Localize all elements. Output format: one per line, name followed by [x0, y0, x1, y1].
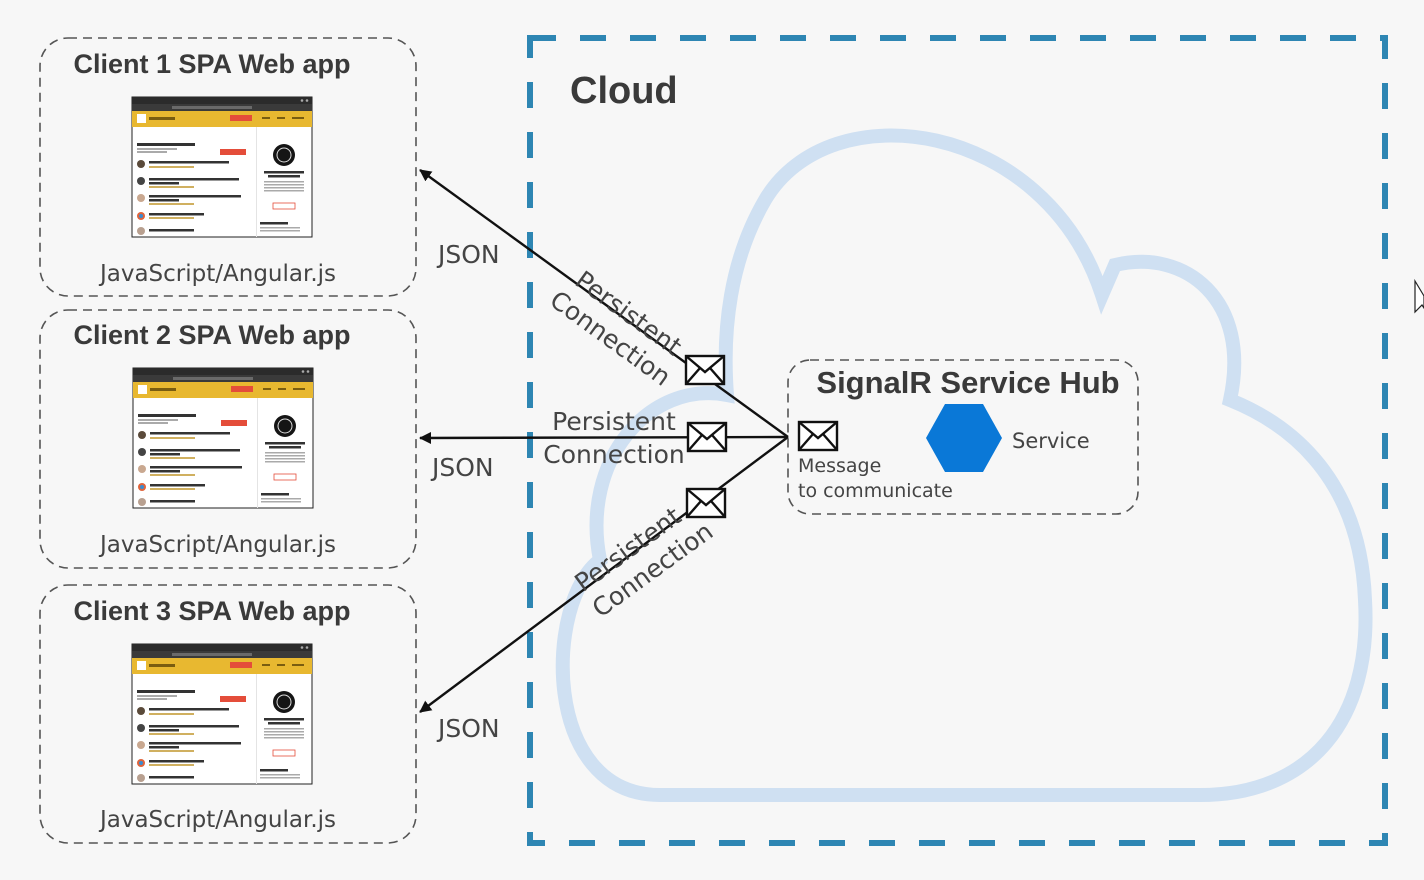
client-title: Client 3 SPA Web app — [73, 596, 350, 626]
json-label-2: JSON — [430, 453, 494, 482]
mouse-cursor-icon — [1414, 278, 1424, 314]
hub-message-label-line2: to communicate — [798, 480, 953, 502]
envelope-icon — [797, 420, 839, 452]
connection-label-line2: Connection — [543, 440, 684, 469]
client-box — [39, 37, 417, 297]
json-label-1: JSON — [436, 240, 500, 269]
client-box — [39, 309, 417, 569]
client-framework: JavaScript/Angular.js — [98, 807, 336, 833]
client-1: Client 1 SPA Web app JavaScript/Angular.… — [39, 37, 417, 297]
client-title: Client 2 SPA Web app — [73, 320, 350, 350]
signalr-hub: SignalR Service Hub Message to communica… — [787, 359, 1139, 515]
cloud-label: Cloud — [570, 70, 678, 112]
client-title: Client 1 SPA Web app — [73, 49, 350, 79]
envelope-icon — [686, 421, 728, 453]
hub-title: SignalR Service Hub — [816, 365, 1119, 400]
client-screenshot — [131, 643, 313, 785]
client-framework: JavaScript/Angular.js — [98, 261, 336, 287]
hub-box — [787, 359, 1139, 515]
connection-arrow-3 — [419, 436, 789, 713]
client-screenshot — [131, 96, 313, 238]
service-label: Service — [1012, 429, 1090, 453]
connection-label-1: Persistent Connection — [545, 265, 688, 391]
client-box — [39, 584, 417, 844]
connection-label-line1: Persistent — [552, 407, 676, 436]
envelope-icon — [684, 354, 726, 386]
connection-arrow-1 — [419, 169, 789, 438]
envelope-icon — [685, 487, 727, 519]
client-2: Client 2 SPA Web app JavaScript/Angular.… — [39, 309, 417, 569]
connection-arrow-2 — [419, 431, 789, 444]
service-hexagon-icon — [926, 404, 1002, 472]
connection-label-2: Persistent Connection — [543, 407, 684, 469]
cloud-shape — [555, 128, 1373, 802]
cloud-border — [527, 35, 1388, 846]
hub-message-label-line1: Message — [798, 455, 881, 477]
cloud-region: Cloud — [527, 35, 1388, 846]
client-screenshot — [132, 367, 314, 509]
client-3: Client 3 SPA Web app JavaScript/Angular.… — [39, 584, 417, 844]
json-label-3: JSON — [436, 714, 500, 743]
client-framework: JavaScript/Angular.js — [98, 532, 336, 558]
